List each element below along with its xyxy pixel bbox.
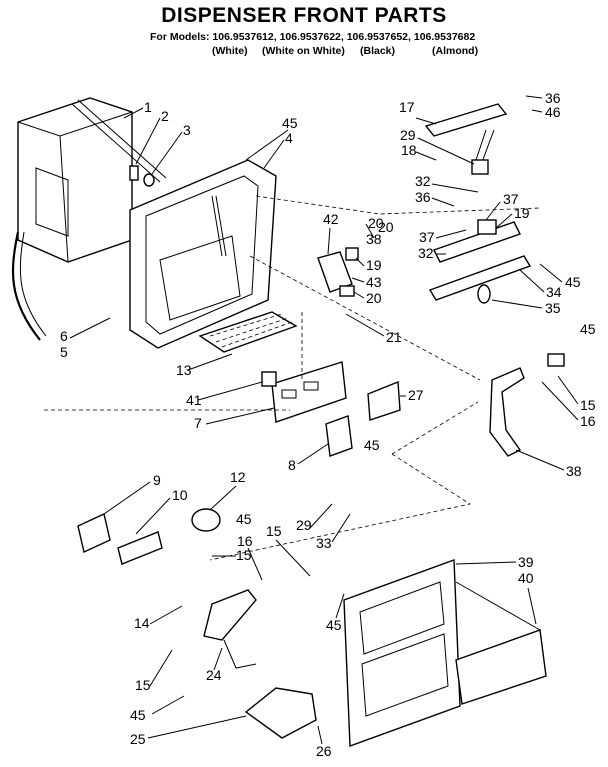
part-dispenser-frame bbox=[129, 159, 277, 349]
callout: 5 bbox=[60, 344, 68, 360]
models-line: For Models: 106.9537612, 106.9537622, 10… bbox=[150, 31, 476, 43]
callout: 25 bbox=[130, 731, 146, 747]
callout: 42 bbox=[323, 211, 339, 227]
callout: 43 bbox=[366, 274, 382, 290]
callout: 38 bbox=[566, 463, 582, 479]
callout-labels: 1 2 3 45 4 6 5 13 41 7 8 45 27 17 bbox=[60, 90, 596, 759]
callout: 15 bbox=[580, 397, 596, 413]
callout: 37 bbox=[503, 191, 519, 207]
callout: 15 bbox=[135, 677, 151, 693]
color-almond: (Almond) bbox=[432, 45, 479, 57]
callout: 2 bbox=[161, 108, 169, 124]
callout: 45 bbox=[364, 437, 380, 453]
callout: 45 bbox=[236, 511, 252, 527]
callout: 45 bbox=[580, 321, 596, 337]
part-actuator bbox=[317, 247, 359, 297]
callout: 20 bbox=[378, 219, 394, 235]
callout: 16 bbox=[580, 413, 596, 429]
callout: 36 bbox=[415, 189, 431, 205]
callout: 12 bbox=[230, 469, 246, 485]
part-door-panel bbox=[343, 559, 547, 747]
callout: 20 bbox=[366, 290, 382, 306]
callout: 35 bbox=[545, 300, 561, 316]
callout: 46 bbox=[545, 104, 561, 120]
part-17 bbox=[424, 103, 508, 137]
callout: 21 bbox=[386, 329, 402, 345]
callout: 4 bbox=[285, 130, 293, 146]
part-27 bbox=[367, 380, 401, 421]
callout: 16 bbox=[237, 533, 253, 549]
callout: 34 bbox=[546, 284, 562, 300]
callout: 24 bbox=[206, 667, 222, 683]
callout: 29 bbox=[400, 127, 416, 143]
callout: 26 bbox=[316, 743, 332, 759]
callout: 41 bbox=[186, 392, 202, 408]
callout: 18 bbox=[401, 142, 417, 158]
callout: 3 bbox=[183, 122, 191, 138]
callout: 32 bbox=[415, 173, 431, 189]
callout: 45 bbox=[282, 115, 298, 131]
page-title: DISPENSER FRONT PARTS bbox=[161, 4, 447, 27]
callout: 15 bbox=[266, 523, 282, 539]
callout: 32 bbox=[418, 245, 434, 261]
callout: 29 bbox=[296, 517, 312, 533]
callout: 13 bbox=[176, 362, 192, 378]
callout: 39 bbox=[518, 554, 534, 570]
part-solenoid bbox=[77, 508, 221, 565]
callout: 45 bbox=[565, 274, 581, 290]
callout: 7 bbox=[194, 415, 202, 431]
part-3 bbox=[143, 173, 155, 187]
color-white-on-white: (White on White) bbox=[262, 45, 345, 57]
callout: 19 bbox=[514, 205, 530, 221]
color-black: (Black) bbox=[360, 45, 396, 57]
part-41 bbox=[261, 371, 277, 387]
callout: 1 bbox=[144, 99, 152, 115]
callout: 36 bbox=[545, 90, 561, 106]
part-2 bbox=[129, 165, 139, 181]
part-grille bbox=[198, 311, 298, 353]
callout: 14 bbox=[134, 615, 150, 631]
callout: 17 bbox=[399, 99, 415, 115]
part-8 bbox=[325, 415, 353, 457]
callout: 27 bbox=[408, 387, 424, 403]
callout: 9 bbox=[153, 472, 161, 488]
callout: 40 bbox=[518, 570, 534, 586]
part-paddle bbox=[244, 687, 317, 739]
callout: 45 bbox=[326, 617, 342, 633]
part-ice-chute-housing bbox=[11, 97, 167, 341]
part-control-bracket bbox=[271, 361, 347, 423]
callout: 8 bbox=[288, 457, 296, 473]
part-lower-lever bbox=[203, 589, 257, 669]
part-lever bbox=[489, 353, 565, 457]
callout: 38 bbox=[366, 231, 382, 247]
callout: 19 bbox=[366, 257, 382, 273]
callout: 15 bbox=[236, 547, 252, 563]
part-34 bbox=[477, 284, 491, 304]
color-white: (White) bbox=[212, 45, 248, 57]
callout: 20 bbox=[368, 215, 384, 231]
callout: 37 bbox=[419, 229, 435, 245]
part-switch-assembly bbox=[428, 129, 532, 301]
callout: 6 bbox=[60, 328, 68, 344]
callout: 10 bbox=[172, 487, 188, 503]
callout: 45 bbox=[130, 707, 146, 723]
callout: 33 bbox=[316, 535, 332, 551]
